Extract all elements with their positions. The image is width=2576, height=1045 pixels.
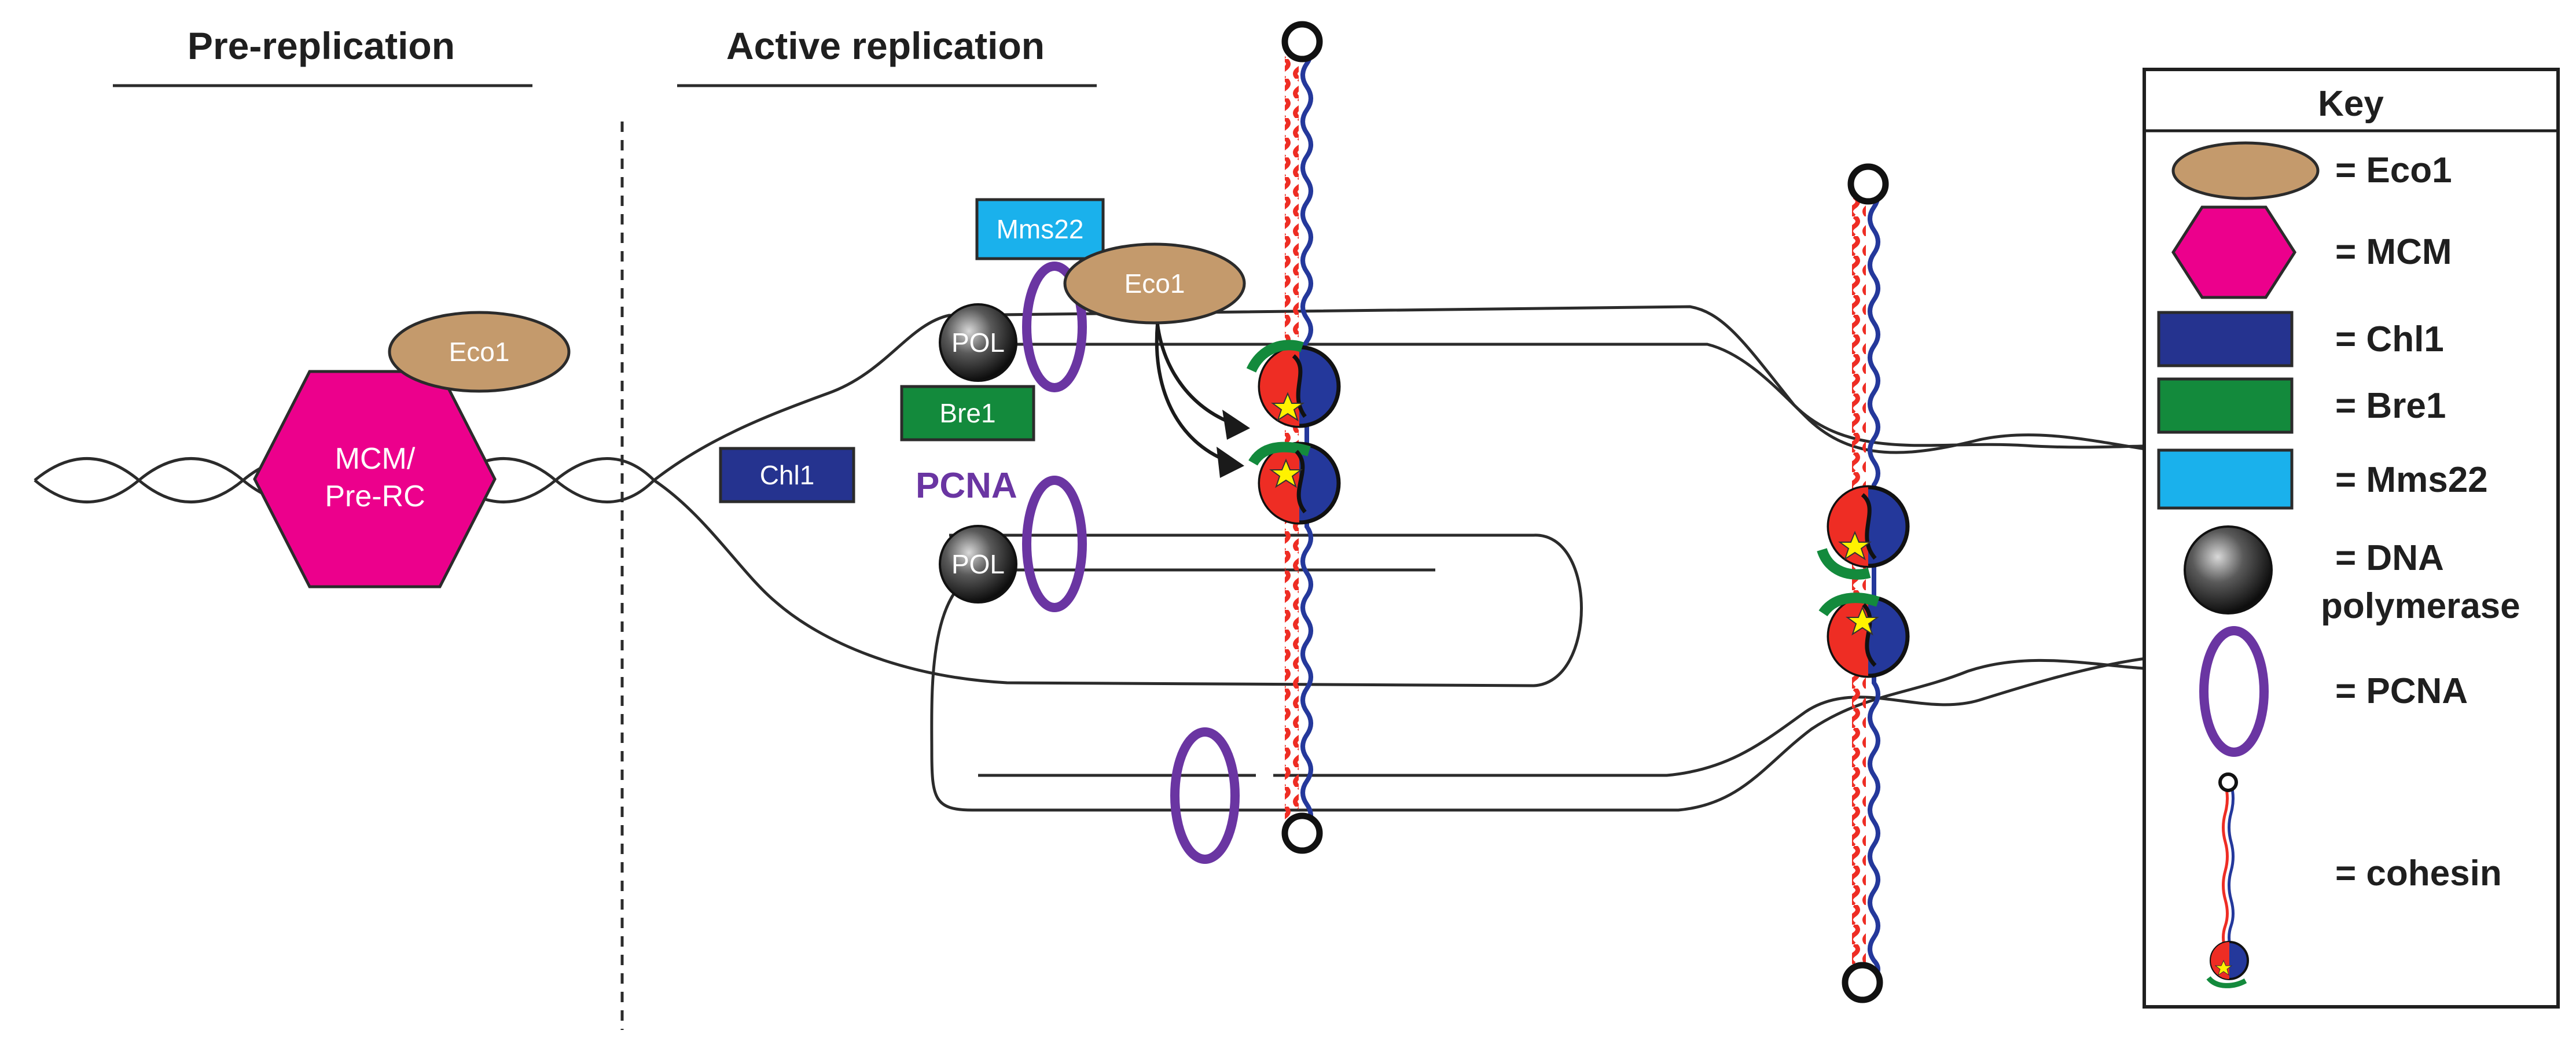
pol-label-lower: POL: [951, 549, 1005, 579]
active-replication-title: Active replication: [726, 24, 1045, 67]
cohesin-right-red-arm: [1852, 184, 1866, 977]
pre-rc-label: Pre-RC: [325, 480, 425, 513]
eco1-oval-pre: [388, 311, 571, 393]
key-eco1-label: = Eco1: [2335, 150, 2452, 190]
key-chl1-label: = Chl1: [2335, 319, 2444, 359]
eco1-oval-fork: [1063, 242, 1246, 325]
acetyl-star-lower: [1269, 458, 1303, 488]
key-mcm-swatch: [2171, 205, 2296, 299]
bre1-box: [900, 385, 1035, 441]
key-mms22-label: = Mms22: [2335, 460, 2488, 500]
pcna-ring-trailing: [1170, 727, 1240, 864]
pol-label-upper: POL: [951, 328, 1005, 358]
key-pcna-label: = PCNA: [2335, 671, 2468, 711]
mms22-label: Mms22: [997, 214, 1084, 244]
key-polymerase-label-1: = DNA: [2335, 538, 2444, 578]
cohesin-right-hinge-top: [1847, 163, 1889, 205]
pcna-ring-lower: [1022, 476, 1087, 612]
key-chl1-swatch: [2157, 311, 2294, 367]
mcm-pre-rc-hexagon: [253, 370, 497, 588]
key-cohesin-swatch: [2206, 772, 2249, 988]
acetylation-arrows: [1155, 323, 1250, 478]
cohesin-fork-hinge-bottom: [1281, 812, 1323, 854]
cohesin-established: [1817, 163, 1910, 1003]
eco1-label-pre: Eco1: [449, 337, 510, 367]
dna-polymerase-lower: [939, 525, 1017, 604]
key-cohesin-label: = cohesin: [2335, 853, 2502, 893]
eco1-label-fork: Eco1: [1125, 268, 1185, 299]
key-bre1-swatch: [2157, 377, 2294, 434]
pcna-ring-upper: [1022, 262, 1087, 392]
mcm-label: MCM/: [335, 442, 416, 476]
cohesin-fork: [1246, 21, 1341, 854]
cohesin-right-hinge-bottom: [1842, 962, 1883, 1003]
acetyl-star-right-lower: [1845, 606, 1880, 636]
bre1-label: Bre1: [939, 398, 995, 428]
dna-polymerase-upper: [939, 303, 1017, 382]
key-polymerase-swatch: [2184, 525, 2273, 615]
chl1-box: [719, 447, 855, 503]
mms22-box: [975, 198, 1105, 260]
cohesin-fork-red-arm: [1285, 42, 1299, 829]
pre-replication-title: Pre-replication: [188, 24, 455, 67]
chl1-label: Chl1: [760, 460, 815, 490]
acetyl-star-right-upper: [1838, 531, 1872, 561]
key-panel: Key = Eco1 = MCM = Chl1 = Bre1 = Mms22 =…: [2143, 68, 2560, 1009]
key-title: Key: [2318, 84, 2384, 124]
key-mms22-swatch: [2157, 448, 2294, 510]
cohesin-right-blue-arm: [1868, 182, 1880, 980]
key-eco1-swatch: [2171, 141, 2320, 200]
cohesin-fork-hinge-top: [1281, 21, 1323, 62]
key-pcna-swatch: [2199, 626, 2269, 757]
key-mcm-label: = MCM: [2335, 232, 2452, 272]
key-polymerase-label-2: polymerase: [2321, 586, 2520, 626]
key-bre1-label: = Bre1: [2335, 386, 2446, 426]
cohesin-fork-blue-arm: [1300, 40, 1313, 830]
acetyl-star-upper: [1270, 392, 1305, 422]
pcna-label: PCNA: [916, 466, 1017, 506]
